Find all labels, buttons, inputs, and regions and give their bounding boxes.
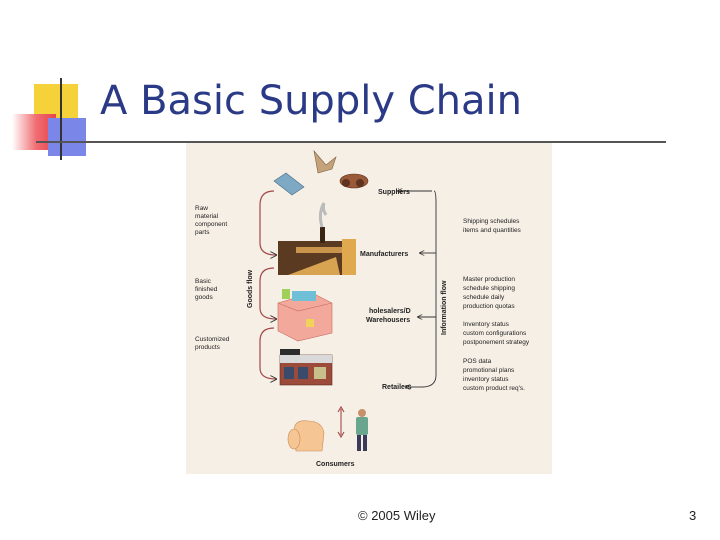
svg-text:products: products xyxy=(195,344,221,351)
slide-title: A Basic Supply Chain xyxy=(100,78,522,124)
svg-text:custom product req's.: custom product req's. xyxy=(463,385,525,392)
svg-text:schedule daily: schedule daily xyxy=(463,294,505,301)
note-raw-materials: Raw material component parts xyxy=(195,205,227,236)
note-inventory-status: Inventory status custom configurations p… xyxy=(463,321,530,346)
svg-text:Basic: Basic xyxy=(195,278,212,285)
page-number: 3 xyxy=(689,508,696,523)
supply-chain-diagram: Suppliers Manufacturers holesalers/D War… xyxy=(186,143,552,474)
svg-text:production quotas: production quotas xyxy=(463,303,515,310)
svg-text:custom configurations: custom configurations xyxy=(463,330,527,337)
note-customized-products: Customized products xyxy=(195,336,230,351)
svg-text:items and quantities: items and quantities xyxy=(463,227,522,234)
supply-chain-svg: Suppliers Manufacturers holesalers/D War… xyxy=(186,143,552,474)
svg-text:Master production: Master production xyxy=(463,276,515,283)
svg-text:component: component xyxy=(195,221,227,228)
person-icon xyxy=(356,409,368,451)
node-consumers: Consumers xyxy=(316,461,355,468)
information-flow-bracket xyxy=(398,191,436,387)
deco-blue-square xyxy=(48,118,86,156)
warehouse-icon xyxy=(278,289,332,341)
footer-copyright: © 2005 Wiley xyxy=(358,508,436,523)
consumer-arrow xyxy=(338,407,344,437)
sofa-icon xyxy=(288,421,324,451)
store-icon xyxy=(280,349,332,385)
note-finished-goods: Basic finished goods xyxy=(195,278,218,301)
node-manufacturers: Manufacturers xyxy=(360,251,408,258)
information-flow-label: Information flow xyxy=(441,280,448,335)
svg-text:Inventory status: Inventory status xyxy=(463,321,510,328)
note-pos-data: POS data promotional plans inventory sta… xyxy=(463,358,525,392)
deco-vertical-line xyxy=(60,78,62,160)
svg-text:material: material xyxy=(195,213,219,220)
svg-text:Customized: Customized xyxy=(195,336,230,343)
node-retailers: Retailers xyxy=(382,384,412,391)
svg-text:inventory status: inventory status xyxy=(463,376,509,383)
note-master-production: Master production schedule shipping sche… xyxy=(463,276,515,310)
svg-text:schedule shipping: schedule shipping xyxy=(463,285,515,292)
svg-text:parts: parts xyxy=(195,229,210,236)
node-suppliers: Suppliers xyxy=(378,189,410,196)
goods-flow-brackets xyxy=(260,191,276,379)
svg-text:POS data: POS data xyxy=(463,358,492,365)
svg-text:promotional plans: promotional plans xyxy=(463,367,515,374)
gear-icon xyxy=(274,151,368,195)
node-wholesalers-line1: holesalers/D xyxy=(369,308,411,315)
node-wholesalers-line2: Warehousers xyxy=(366,317,410,324)
svg-text:goods: goods xyxy=(195,294,213,301)
svg-text:Raw: Raw xyxy=(195,205,208,212)
factory-icon xyxy=(278,203,356,275)
svg-text:postponement strategy: postponement strategy xyxy=(463,339,530,346)
note-shipping-schedules: Shipping schedules items and quantities xyxy=(463,218,522,234)
svg-text:Shipping schedules: Shipping schedules xyxy=(463,218,520,225)
goods-flow-label: Goods flow xyxy=(247,269,254,308)
svg-text:finished: finished xyxy=(195,286,218,293)
